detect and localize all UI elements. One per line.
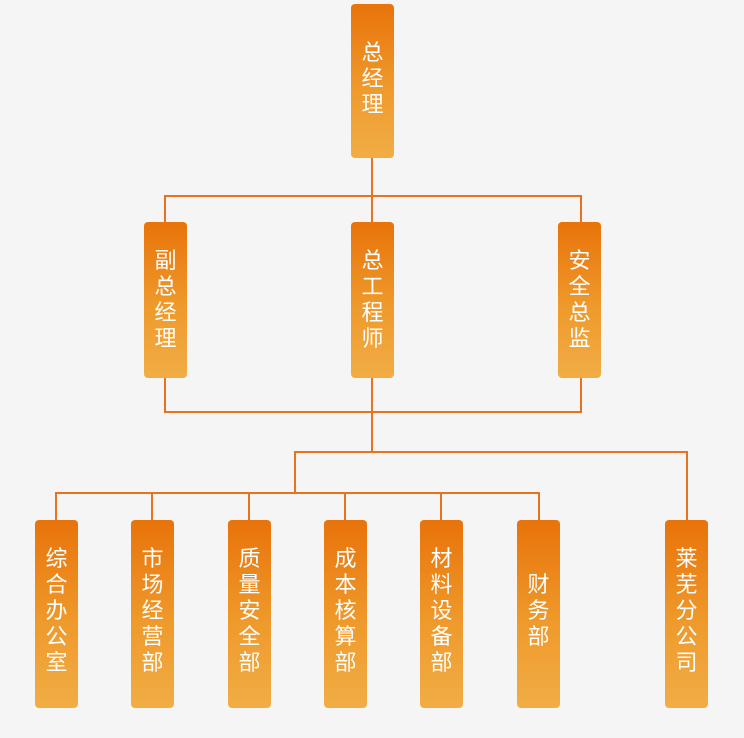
connector-line	[686, 451, 688, 520]
connector-line	[580, 195, 582, 222]
connector-line	[294, 451, 296, 493]
connector-line	[164, 378, 166, 412]
connector-line	[371, 411, 373, 452]
connector-line	[55, 492, 540, 494]
connector-line	[164, 195, 582, 197]
connector-line	[294, 451, 688, 453]
node-safety-director: 安全总监	[558, 222, 601, 378]
connector-line	[371, 158, 373, 196]
node-label-deputy-general-manager: 副总经理	[154, 249, 177, 352]
connector-line	[371, 378, 373, 412]
node-cost-accounting: 成本核算部	[324, 520, 367, 708]
node-label-safety-director: 安全总监	[568, 249, 591, 352]
node-label-materials-equipment: 材料设备部	[430, 547, 453, 676]
connector-line	[55, 492, 57, 520]
node-finance: 财务部	[517, 520, 560, 708]
connector-line	[164, 411, 582, 413]
connector-line	[538, 492, 540, 520]
node-label-branch-company: 莱芜分公司	[675, 547, 698, 676]
node-materials-equipment: 材料设备部	[420, 520, 463, 708]
node-label-cost-accounting: 成本核算部	[334, 547, 357, 676]
node-general-manager: 总经理	[351, 4, 394, 158]
node-marketing: 市场经营部	[131, 520, 174, 708]
node-branch-company: 莱芜分公司	[665, 520, 708, 708]
connector-line	[164, 195, 166, 222]
node-label-quality-safety: 质量安全部	[238, 547, 261, 676]
node-label-marketing: 市场经营部	[141, 547, 164, 676]
node-label-chief-engineer: 总工程师	[361, 249, 384, 352]
node-label-finance: 财务部	[527, 573, 550, 650]
node-label-office: 综合办公室	[45, 547, 68, 676]
node-label-general-manager: 总经理	[361, 41, 384, 118]
node-deputy-general-manager: 副总经理	[144, 222, 187, 378]
connector-line	[580, 378, 582, 412]
node-quality-safety: 质量安全部	[228, 520, 271, 708]
connector-line	[440, 492, 442, 520]
connector-line	[344, 492, 346, 520]
connector-line	[151, 492, 153, 520]
connector-line	[248, 492, 250, 520]
node-chief-engineer: 总工程师	[351, 222, 394, 378]
connector-line	[371, 195, 373, 222]
node-office: 综合办公室	[35, 520, 78, 708]
